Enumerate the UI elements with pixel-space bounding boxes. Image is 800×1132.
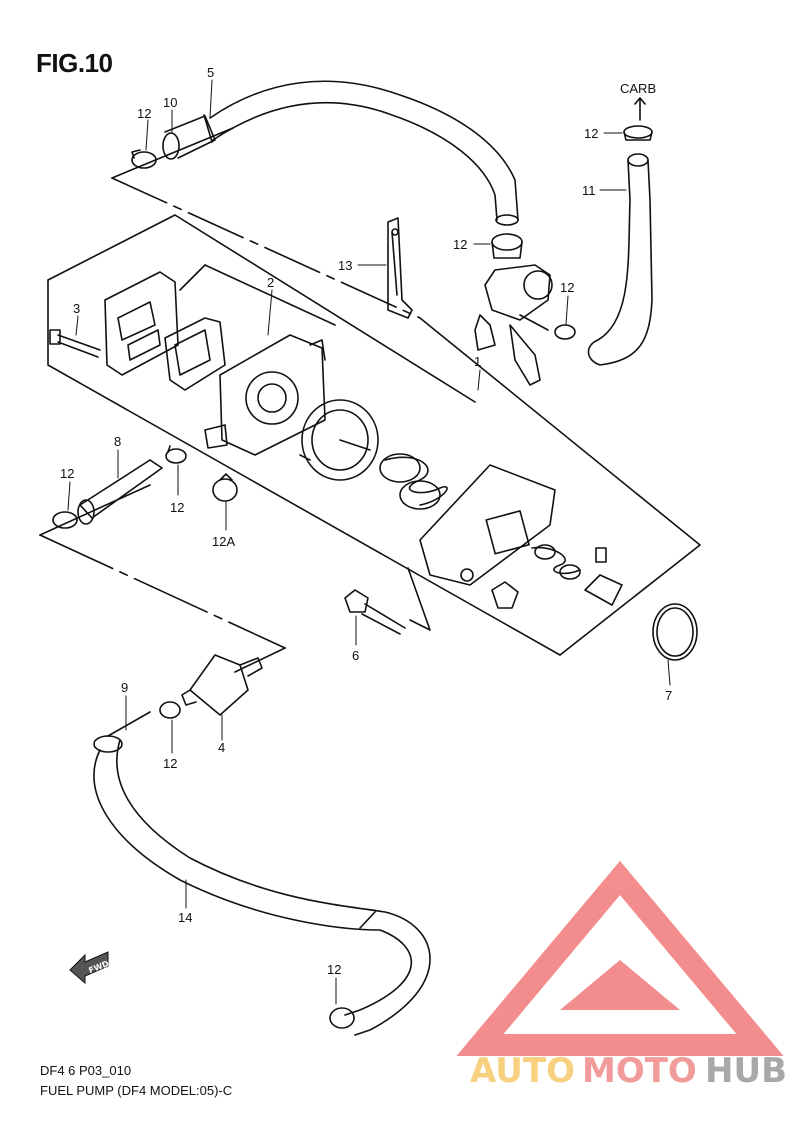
fuel-fitting <box>474 233 576 386</box>
label-12-right: 12 <box>560 280 574 295</box>
label-12-fitting: 12 <box>453 237 467 252</box>
clamp-12-top-left <box>131 149 157 169</box>
bolt-3 <box>49 329 101 358</box>
o-ring-7 <box>652 603 698 661</box>
label-10: 10 <box>163 95 177 110</box>
label-7: 7 <box>665 688 672 703</box>
label-5: 5 <box>207 65 214 80</box>
watermark-moto: MOTO <box>582 1051 697 1091</box>
spring-small <box>531 544 581 580</box>
label-12-bottom: 12 <box>327 962 341 977</box>
clamp-12-filter <box>159 701 181 719</box>
bolt-6 <box>344 589 406 635</box>
label-2: 2 <box>267 275 274 290</box>
automotohub-logo: AUTO MOTO HUB <box>456 860 787 1091</box>
diagram-caption: FUEL PUMP (DF4 MODEL:05)-C <box>40 1083 233 1098</box>
spring-large <box>379 453 448 510</box>
watermark-hub: HUB <box>705 1051 787 1091</box>
label-9: 9 <box>121 680 128 695</box>
valve-cap <box>584 574 623 606</box>
clamp-12-8-upper <box>165 445 187 464</box>
label-carb: CARB <box>620 81 656 96</box>
hose-5 <box>203 80 519 226</box>
carb-arrow <box>634 97 646 121</box>
clamp-12-bottom <box>329 1007 355 1029</box>
label-12a: 12A <box>212 534 235 549</box>
hose-10 <box>162 115 216 160</box>
diaphragm-plate <box>104 271 179 376</box>
bracket-13 <box>387 217 413 319</box>
clamp-12-8-lower <box>52 511 78 529</box>
label-1: 1 <box>474 354 481 369</box>
label-11: 11 <box>582 183 596 198</box>
label-14: 14 <box>178 910 192 925</box>
pin <box>595 547 607 563</box>
leader-lines <box>67 79 671 1005</box>
label-12-hose8-right: 12 <box>170 500 184 515</box>
hose-11 <box>587 125 653 366</box>
nut <box>491 581 519 609</box>
label-12-top-left: 12 <box>137 106 151 121</box>
label-6: 6 <box>352 648 359 663</box>
fwd-arrow-icon: FWD <box>69 951 110 985</box>
zigzag-line <box>407 567 431 631</box>
label-12-carb: 12 <box>584 126 598 141</box>
label-13: 13 <box>338 258 352 273</box>
fuel-filter <box>181 654 263 716</box>
pump-cover <box>419 464 556 586</box>
diagram-code: DF4 6 P03_010 <box>40 1063 132 1078</box>
label-8: 8 <box>114 434 121 449</box>
hose-14 <box>93 735 431 1036</box>
gasket <box>164 317 226 391</box>
assembly-frame-1 <box>39 127 701 673</box>
pump-body <box>204 334 326 456</box>
clip-12a <box>212 473 238 502</box>
label-4: 4 <box>218 740 225 755</box>
label-3: 3 <box>73 301 80 316</box>
watermark-auto: AUTO <box>470 1051 575 1091</box>
label-12-filter: 12 <box>163 756 177 771</box>
figure-title: FIG.10 <box>36 48 113 78</box>
part-labels: 5 10 12 CARB 12 11 12 13 12 2 3 1 8 12 1… <box>60 65 672 977</box>
hose-8 <box>77 459 163 525</box>
diaphragm <box>299 399 379 481</box>
hose-9-line <box>107 711 151 737</box>
label-12-hose8: 12 <box>60 466 74 481</box>
